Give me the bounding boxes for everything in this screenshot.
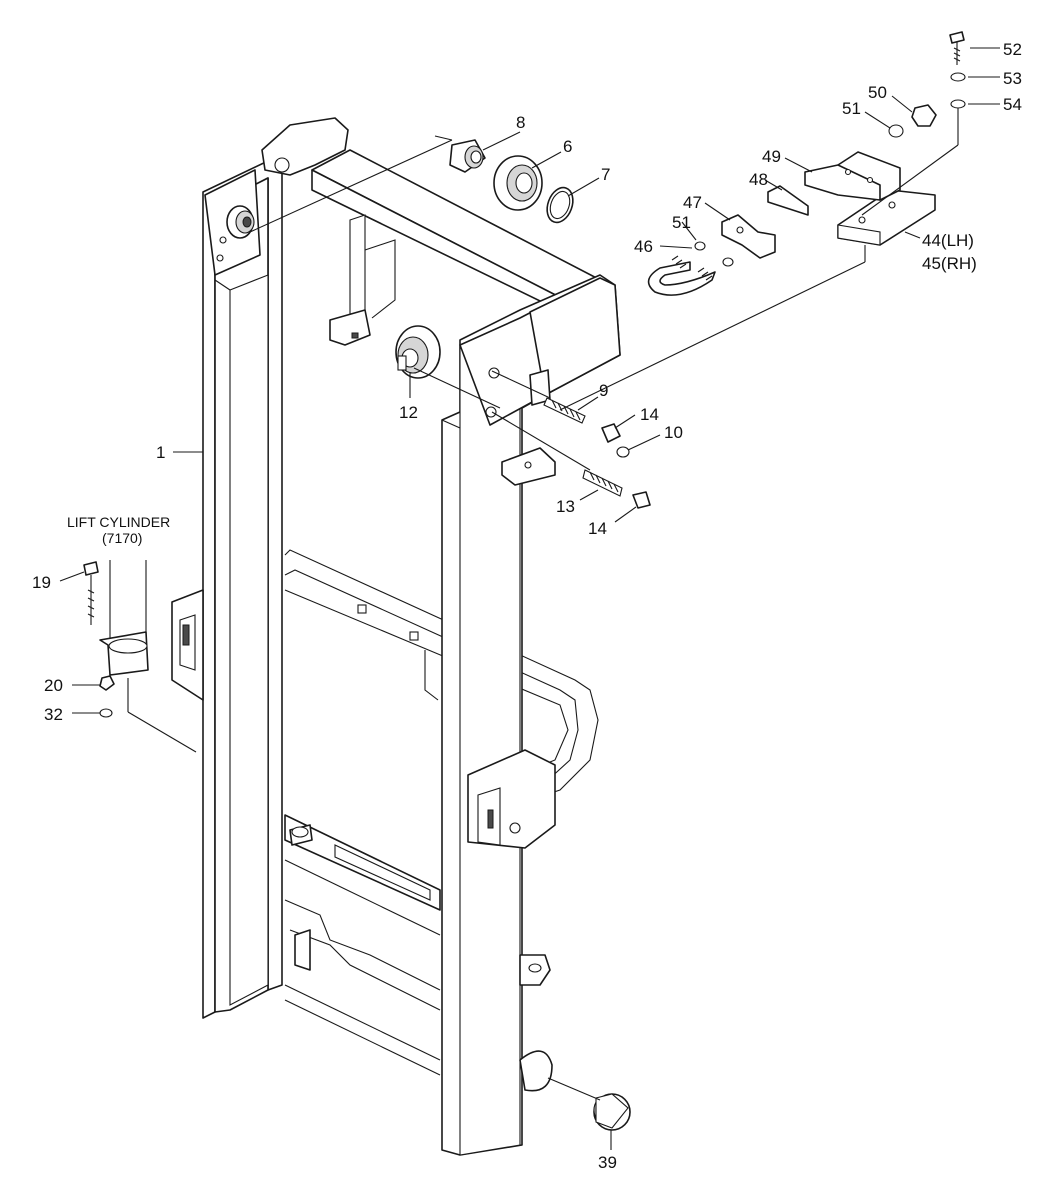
right-outer-rail [441, 274, 621, 1156]
roller-shaft-assembly [449, 139, 574, 224]
callout-52: 52 [1003, 40, 1022, 59]
callout-12: 12 [399, 403, 418, 422]
left-outer-rail [171, 117, 349, 1019]
upper-cross-beam [311, 149, 611, 346]
top-fasteners [888, 31, 966, 138]
stopper-plate [501, 369, 556, 486]
callout-53: 53 [1003, 69, 1022, 88]
bottom-roller-39 [593, 1093, 631, 1131]
callout-14-lower: 14 [588, 519, 607, 538]
callout-47: 47 [683, 193, 702, 212]
callout-6: 6 [563, 137, 572, 156]
anchor-bolts [491, 370, 651, 509]
callout-7: 7 [601, 165, 610, 184]
callout-46: 46 [634, 237, 653, 256]
callout-13: 13 [556, 497, 575, 516]
chain-clamp [647, 214, 776, 296]
callout-32: 32 [44, 705, 63, 724]
callout-19: 19 [32, 573, 51, 592]
callout-44-lh: 44(LH) [922, 231, 974, 250]
leader-lines [59, 47, 1000, 1150]
callout-39: 39 [598, 1153, 617, 1172]
callout-14-upper: 14 [640, 405, 659, 424]
callout-51-lower: 51 [672, 213, 691, 232]
callout-49: 49 [762, 147, 781, 166]
callout-54: 54 [1003, 95, 1022, 114]
callout-20: 20 [44, 676, 63, 695]
callout-8: 8 [516, 113, 525, 132]
roller-12 [395, 325, 441, 379]
callout-labels: 1 6 7 8 9 10 12 13 14 14 19 20 32 39 44(… [32, 40, 1022, 1172]
lift-cylinder [83, 560, 149, 718]
callout-51-upper: 51 [842, 99, 861, 118]
lift-cylinder-label: LIFT CYLINDER [67, 514, 170, 530]
lift-cylinder-ref: (7170) [102, 530, 142, 546]
left-rail-roller [226, 205, 255, 239]
callout-10: 10 [664, 423, 683, 442]
callout-48: 48 [749, 170, 768, 189]
callout-50: 50 [868, 83, 887, 102]
callout-9: 9 [599, 381, 608, 400]
callout-45-rh: 45(RH) [922, 254, 977, 273]
chain-bracket [767, 151, 936, 246]
callout-1: 1 [156, 443, 165, 462]
